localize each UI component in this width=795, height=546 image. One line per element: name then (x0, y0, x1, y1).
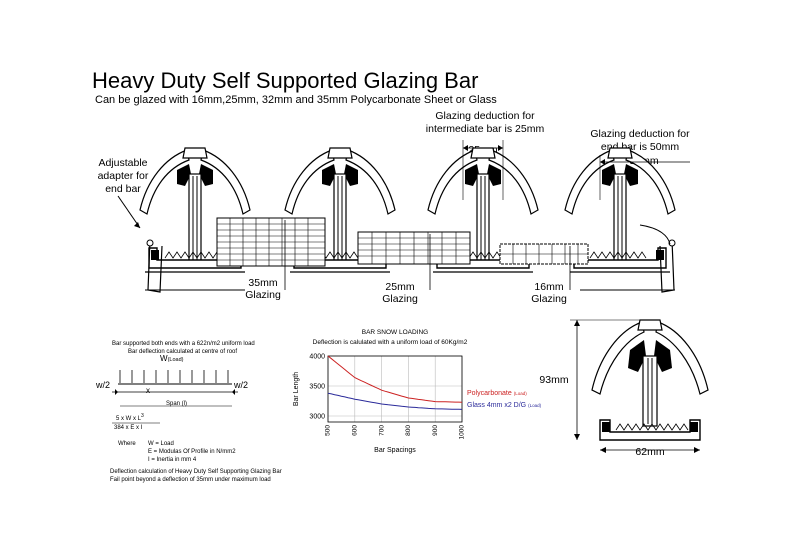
adjustable-line-2: adapter for (97, 170, 149, 182)
intermediate-deduction-line-2: intermediate bar is 25mm (425, 123, 545, 135)
page-subtitle: Can be glazed with 16mm,25mm, 32mm and 3… (95, 94, 497, 106)
formula-denominator: 384 x E x I (114, 425, 143, 431)
x-tick-0: 500 (325, 425, 332, 436)
load-label: W(Load) (160, 354, 183, 363)
formula-numerator: 5 x W x L3 (116, 412, 144, 423)
dim-62mm-label: 62mm (635, 446, 665, 458)
glazing-16-label: 16mm Glazing (528, 281, 570, 305)
adjustable-line-1: Adjustable (98, 157, 148, 169)
def-w: W = Load (148, 441, 174, 447)
formula-line-2: Bar deflection calculated at centre of r… (128, 349, 238, 355)
intermediate-deduction-note: Glazing deduction for intermediate bar i… (420, 110, 550, 136)
load-sub: (Load) (167, 357, 184, 363)
x-tick-5: 1000 (459, 425, 466, 440)
series-line-0 (327, 355, 463, 403)
x-tick-1: 600 (352, 425, 359, 436)
w2-right: w/2 (234, 380, 249, 390)
dim-93mm-label: 93mm (539, 374, 569, 386)
def-e: E = Modulas Of Profile in N/mm2 (148, 449, 236, 455)
w2-left: w/2 (96, 380, 111, 390)
legend-1: Glass 4mm x2 D/G (Load) (467, 402, 542, 409)
glazing-25-line-1: 25mm (385, 281, 415, 293)
span-label: Span (l) (166, 401, 188, 407)
y-axis-label: Bar Length (293, 372, 300, 406)
plot-frame (327, 355, 463, 423)
adjustable-line-3: end bar (105, 183, 141, 195)
glazing-panel-25 (357, 231, 471, 290)
formula-foot-2: Fail point beyond a deflection of 35mm u… (110, 477, 271, 483)
numerator-text: 5 x W x L (116, 416, 142, 422)
y-tick-2: 4000 (309, 354, 325, 361)
glazing-35-line-1: 35mm (248, 277, 278, 289)
legend-name-1: Glass 4mm x2 D/G (467, 402, 528, 409)
numerator-exp: 3 (141, 413, 144, 419)
glazing-25-label: 25mm Glazing (378, 281, 422, 305)
large-profile (591, 319, 709, 441)
intermediate-deduction-line-1: Glazing deduction for (435, 110, 535, 122)
legend-0: Polycarbonate (Load) (467, 390, 527, 397)
glazing-35-label: 35mm Glazing (243, 277, 283, 301)
where-label: Where (118, 441, 136, 447)
adjustable-note: Adjustable adapter for end bar (88, 157, 158, 196)
beam-diagram (112, 370, 238, 424)
x-axis-label: Bar Spacings (374, 447, 416, 454)
x-label: x (146, 386, 150, 395)
chart-subtitle: Deflection is calulated with a uniform l… (313, 339, 468, 346)
x-tick-4: 900 (432, 425, 439, 436)
x-tick-2: 700 (378, 425, 385, 436)
glazing-panel-16 (499, 243, 589, 290)
page-title: Heavy Duty Self Supported Glazing Bar (92, 68, 479, 93)
x-tick-3: 800 (405, 425, 412, 436)
legend-sub-0: (Load) (514, 391, 528, 396)
glazing-35-line-2: Glazing (245, 289, 281, 301)
formula-line-1: Bar supported both ends with a 622n/m2 u… (112, 341, 255, 347)
end-deduction-line-1: Glazing deduction for (590, 128, 690, 140)
formula-foot-1: Deflection calculation of Heavy Duty Sel… (110, 469, 282, 475)
glazing-panel-35 (216, 217, 326, 290)
y-tick-1: 3500 (309, 384, 325, 391)
load-w: W (160, 354, 168, 363)
legend-name-0: Polycarbonate (467, 390, 514, 397)
chart-title: BAR SNOW LOADING (362, 329, 428, 336)
glazing-16-line-2: Glazing (531, 293, 567, 305)
legend-sub-1: (Load) (528, 403, 542, 408)
glazing-25-line-2: Glazing (382, 293, 418, 305)
def-i: I = Inertia in mm 4 (148, 457, 197, 463)
series-line-1 (327, 392, 463, 410)
glazing-16-line-1: 16mm (534, 281, 564, 293)
y-tick-0: 3000 (309, 414, 325, 421)
